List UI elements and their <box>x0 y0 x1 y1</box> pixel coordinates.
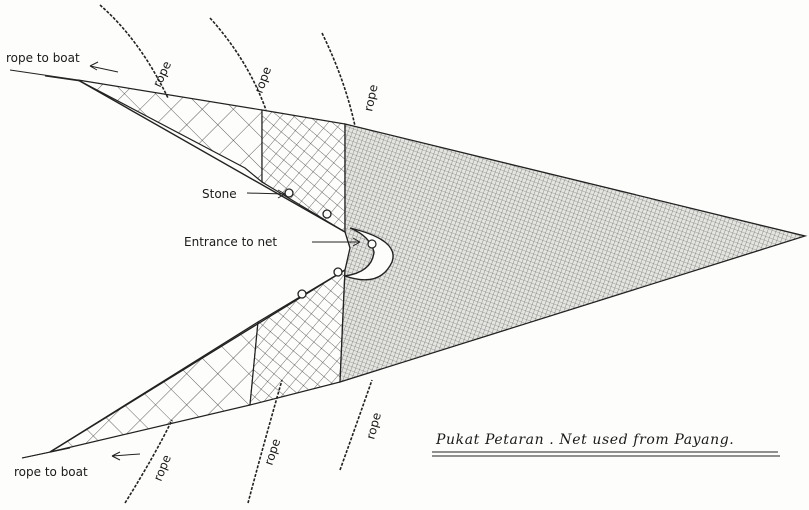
lower-rope-1 <box>124 419 173 504</box>
lower-rope-2 <box>247 379 283 504</box>
net-bag-fine-mesh <box>339 123 808 383</box>
upper-wing-medium-mesh <box>261 109 346 234</box>
diagram-caption: Pukat Petaran . Net used from Payang. <box>435 432 734 448</box>
stone-label: Stone <box>202 187 237 201</box>
rope-label-lower-1: rope <box>151 453 174 483</box>
stone-pointer-arrow-icon <box>246 189 286 199</box>
upper-rope-2 <box>209 17 267 111</box>
bottom-arrow-icon <box>111 451 141 461</box>
rope-label-upper-2: rope <box>252 65 274 95</box>
rope-to-boat-label-bottom: rope to boat <box>14 465 88 479</box>
upper-rope-3 <box>321 32 356 127</box>
top-tow-line-end <box>44 75 81 82</box>
stone-icon <box>333 267 343 277</box>
lower-wing-inner-edge <box>49 269 346 453</box>
rope-to-boat-label-top: rope to boat <box>6 51 80 65</box>
rope-label-upper-1: rope <box>150 59 174 89</box>
entrance-ring <box>367 239 377 249</box>
top-arrow-icon <box>89 61 119 73</box>
rope-label-upper-3: rope <box>361 83 380 112</box>
upper-wing-inner-edge <box>77 79 346 233</box>
stone-icon <box>284 188 294 198</box>
lower-wing-medium-mesh <box>249 268 346 406</box>
upper-rope-1 <box>99 4 169 99</box>
stone-icon <box>297 289 307 299</box>
entrance-pointer-arrow-icon <box>312 237 361 247</box>
lower-rope-3 <box>339 379 373 471</box>
rope-label-lower-3: rope <box>363 411 384 441</box>
stone-icon <box>322 209 332 219</box>
top-tow-line <box>9 69 79 81</box>
entrance-label: Entrance to net <box>184 235 277 249</box>
bottom-tow-line-end <box>21 447 71 459</box>
